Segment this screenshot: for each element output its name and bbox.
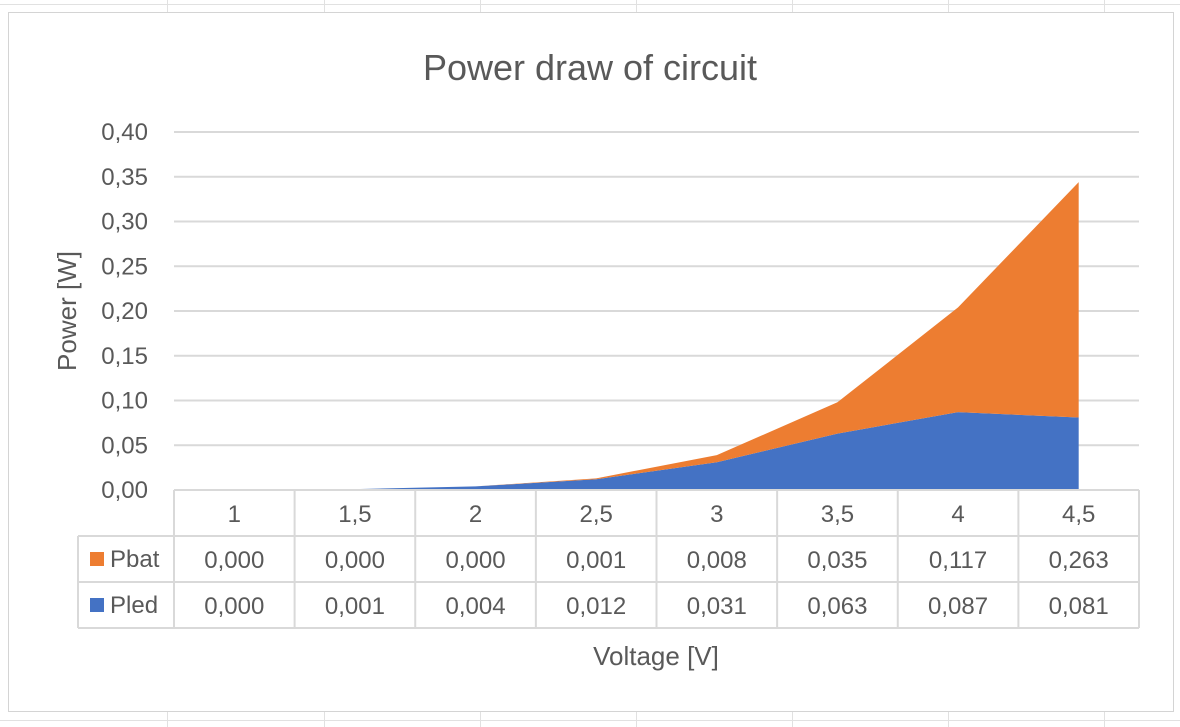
data-table-cell: 0,001 <box>325 593 385 620</box>
y-tick-label: 0,30 <box>101 209 148 236</box>
data-table-cell: 0,012 <box>566 593 626 620</box>
data-table-cell: 0,000 <box>204 593 264 620</box>
y-tick-label: 0,00 <box>101 477 148 504</box>
legend-label: Pbat <box>110 546 160 573</box>
data-table-cell: 0,031 <box>687 593 747 620</box>
data-table-cell: 0,117 <box>929 547 987 574</box>
x-axis-title: Voltage [V] <box>593 641 719 671</box>
y-tick-label: 0,10 <box>101 388 148 415</box>
y-tick-label: 0,05 <box>101 432 148 459</box>
x-tick-label: 3,5 <box>821 501 854 528</box>
data-table-cell: 0,263 <box>1049 547 1109 574</box>
y-tick-label: 0,20 <box>101 298 148 325</box>
series-area-pled <box>234 412 1079 490</box>
x-tick-label: 1 <box>228 501 241 528</box>
legend-key-pled <box>90 598 104 612</box>
x-tick-label: 4 <box>951 501 964 528</box>
data-table-cell: 0,001 <box>566 547 626 574</box>
y-axis-title: Power [W] <box>52 251 82 371</box>
data-table-cell: 0,008 <box>687 547 747 574</box>
y-tick-label: 0,35 <box>101 164 148 191</box>
legend-label: Pled <box>110 592 158 619</box>
x-tick-label: 1,5 <box>338 501 371 528</box>
data-table-cell: 0,000 <box>325 547 385 574</box>
sheet-gridline <box>0 720 1180 721</box>
data-table-cell: 0,035 <box>807 547 867 574</box>
y-tick-label: 0,15 <box>101 343 148 370</box>
y-tick-label: 0,40 <box>101 119 148 146</box>
x-tick-label: 2,5 <box>580 501 613 528</box>
data-table-cell: 0,081 <box>1049 593 1109 620</box>
series-area-pbat <box>234 182 1079 490</box>
plot-area <box>174 182 1139 491</box>
legend-key-pbat <box>90 552 104 566</box>
x-tick-label: 2 <box>469 501 482 528</box>
data-table-cell: 0,004 <box>446 593 506 620</box>
y-tick-label: 0,25 <box>101 253 148 280</box>
data-table-cell: 0,000 <box>446 547 506 574</box>
data-table-cell: 0,063 <box>807 593 867 620</box>
sheet-gridline <box>0 4 1180 5</box>
data-table-cell: 0,000 <box>204 547 264 574</box>
x-tick-label: 4,5 <box>1062 501 1095 528</box>
x-tick-label: 3 <box>710 501 723 528</box>
chart-title: Power draw of circuit <box>423 47 757 88</box>
data-table-cell: 0,087 <box>928 593 988 620</box>
